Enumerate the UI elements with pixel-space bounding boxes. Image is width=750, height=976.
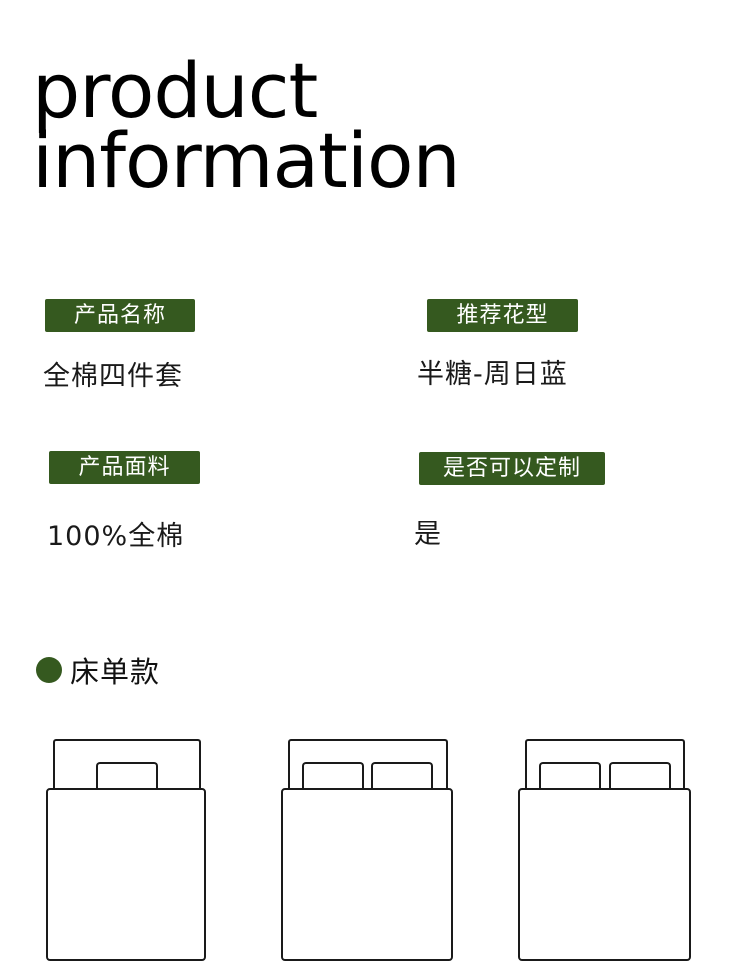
field-label-customizable: 是否可以定制	[419, 452, 605, 485]
field-label-fabric: 产品面料	[49, 451, 200, 484]
bed-sheet	[281, 788, 453, 961]
bed-illustration-double-large	[518, 739, 694, 963]
field-value-customizable: 是	[414, 519, 442, 550]
field-label-product-name: 产品名称	[45, 299, 195, 332]
title-line-2: information	[32, 116, 461, 205]
field-value-recommended-pattern: 半糖-周日蓝	[417, 359, 568, 390]
bed-sheet	[46, 788, 206, 961]
bed-illustration-double	[281, 739, 455, 963]
field-label-recommended-pattern: 推荐花型	[427, 299, 578, 332]
bullet-dot-icon	[36, 657, 62, 683]
field-value-fabric: 100%全棉	[47, 521, 185, 552]
section-label: 床单款	[70, 655, 161, 689]
bed-sheet	[518, 788, 691, 961]
title-line-1: product	[32, 46, 318, 135]
section-heading: 床单款	[36, 650, 160, 690]
page-title: product information	[32, 46, 461, 205]
field-value-product-name: 全棉四件套	[43, 361, 183, 392]
bed-illustration-single	[46, 739, 208, 963]
